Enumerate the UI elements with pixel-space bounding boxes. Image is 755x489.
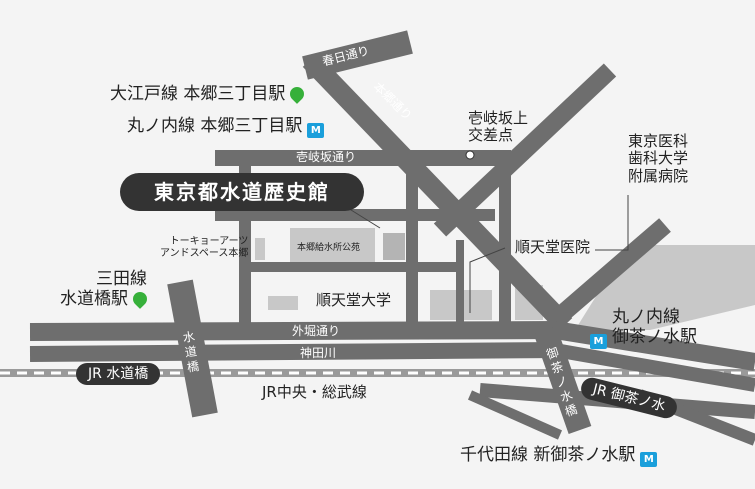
east-road-2: [553, 343, 755, 392]
ikizaka-dori-label: 壱岐坂通り: [296, 150, 357, 164]
juntendo-univ-label: 順天堂大学: [316, 291, 392, 309]
museum-block: [383, 233, 405, 260]
arts-space-label: トーキョーアーツアンドスペース本郷: [160, 236, 249, 259]
south-road-2: [467, 390, 563, 440]
mita-suidobashi-station: 三田線水道橋駅: [60, 269, 150, 309]
jr-suidobashi-station: JR 水道橋: [76, 363, 161, 385]
jr-line-label: JR中央・総武線: [262, 383, 367, 401]
park-block: [290, 228, 375, 266]
arts-space-block: [255, 238, 265, 260]
east-road-1: [553, 321, 755, 371]
museum-title-pill: 東京都水道歴史館: [120, 173, 364, 211]
ochanomizu-bridge: [533, 326, 592, 434]
ginkgo-leaf-icon: [287, 84, 308, 104]
ikizaka-intersection-dot: [465, 150, 475, 160]
diagonal-road: [433, 63, 617, 237]
tokyo-metro-icon: M: [307, 123, 325, 138]
tmd-hospital-label: 東京医科歯科大学附属病院: [628, 132, 689, 185]
hongo-dori: [302, 53, 573, 332]
sotobori-dori: [29, 321, 561, 341]
small-block-1: [268, 296, 298, 310]
sotobori-dori-label: 外堀通り: [292, 324, 341, 338]
right-road: [549, 218, 671, 327]
kandagawa-road: [29, 342, 561, 362]
ginkgo-leaf-icon: [130, 288, 150, 309]
juntendo-hospital-label: 順天堂医院: [515, 238, 591, 256]
oedo-hongo-station: 大江戸線 本郷三丁目駅: [110, 84, 308, 105]
suidobashi-bridge: [167, 279, 218, 418]
tokyo-metro-icon: M: [640, 452, 658, 467]
tokyo-metro-icon: M: [590, 333, 607, 349]
kandagawa-label: 神田川: [300, 346, 337, 360]
park-label: 本郷給水所公苑: [297, 243, 361, 253]
ikizaka-intersection-label: 壱岐坂上交差点: [468, 109, 529, 145]
